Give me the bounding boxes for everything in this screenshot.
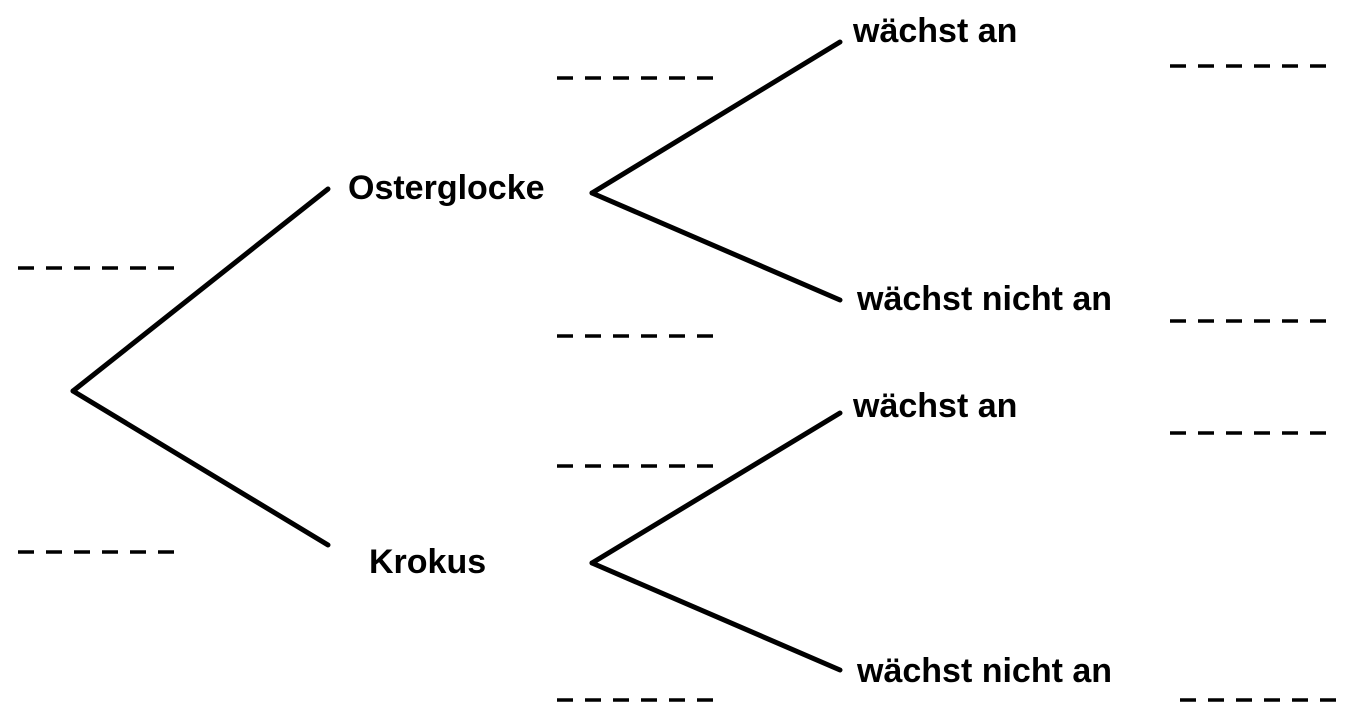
branch-osterglocke-waechst-an (589, 39, 843, 196)
branch-root-krokus (70, 388, 331, 548)
node-label-krokus-waechst-nicht-an: wächst nicht an (856, 652, 1112, 690)
node-label-osterglocke-waechst-nicht-an: wächst nicht an (856, 280, 1112, 318)
node-label-krokus-waechst-an: wächst an (852, 387, 1017, 425)
node-label-osterglocke-waechst-an: wächst an (852, 12, 1017, 50)
branch-osterglocke-waechst-nicht-an (589, 190, 843, 303)
node-label-osterglocke: Osterglocke (348, 169, 545, 207)
branch-krokus-waechst-nicht-an (589, 560, 843, 673)
branch-krokus-waechst-an (589, 410, 843, 566)
branch-root-osterglocke (70, 186, 331, 394)
node-label-krokus: Krokus (369, 543, 486, 581)
